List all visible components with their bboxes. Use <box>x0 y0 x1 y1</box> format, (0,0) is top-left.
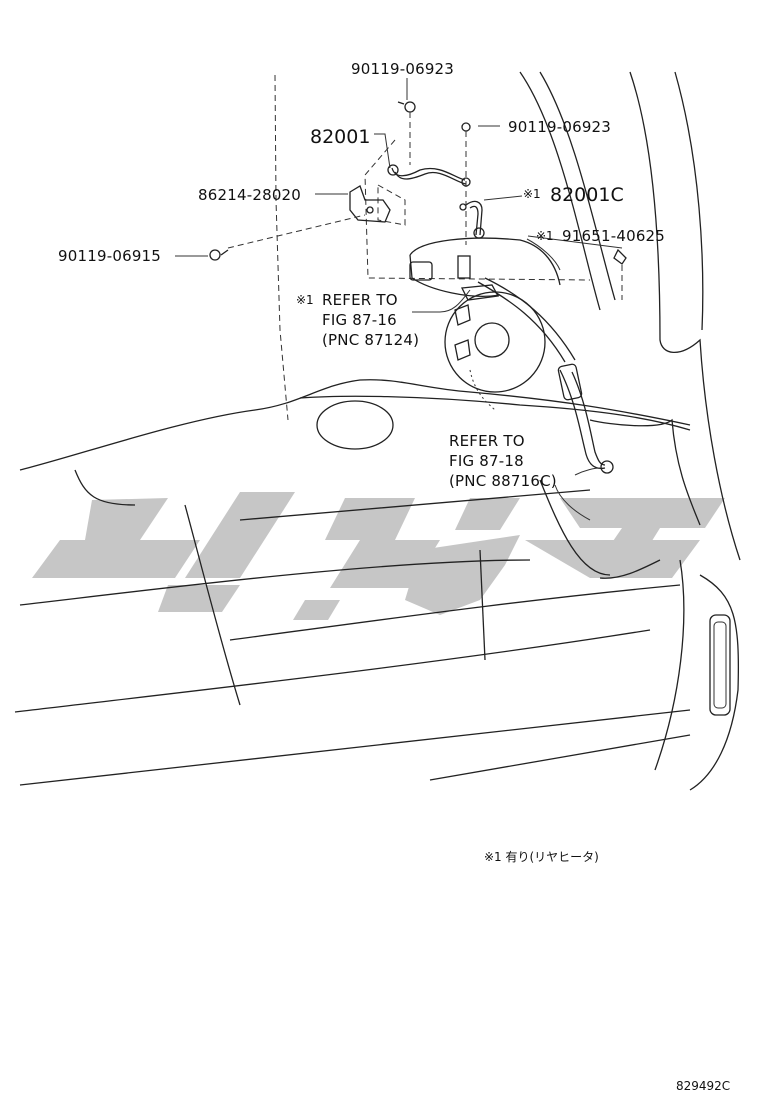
vehicle-body-outline <box>14 71 741 791</box>
footnote: ※1 有り(リヤヒータ) <box>484 850 599 864</box>
refer2-line1: REFER TO <box>449 432 525 450</box>
refer2-line2: FIG 87-18 <box>449 452 524 470</box>
label-bolt-top: 90119-06923 <box>351 60 454 78</box>
label-bolt-left: 90119-06915 <box>58 247 161 265</box>
refer1-line3: (PNC 87124) <box>322 331 419 349</box>
label-part-82001: 82001 <box>310 126 370 148</box>
actuator-assembly <box>209 101 627 474</box>
label-bolt-right: 90119-06923 <box>508 118 611 136</box>
label-clip-mark: ※1 <box>536 229 554 243</box>
refer1-mark: ※1 <box>296 293 314 307</box>
label-bracket: 86214-28020 <box>198 186 301 204</box>
label-part-82001c: 82001C <box>550 184 624 206</box>
leader-lines <box>175 78 623 521</box>
refer1-line2: FIG 87-16 <box>322 311 397 329</box>
refer2-line3: (PNC 88716C) <box>449 472 557 490</box>
watermark-logo <box>32 492 725 620</box>
figure-code: 829492C <box>676 1079 730 1093</box>
label-82001c-mark: ※1 <box>523 187 541 201</box>
part-labels: 90119-06923 82001 90119-06923 86214-2802… <box>58 60 730 1093</box>
label-clip: 91651-40625 <box>562 227 665 245</box>
refer1-line1: REFER TO <box>322 291 398 309</box>
